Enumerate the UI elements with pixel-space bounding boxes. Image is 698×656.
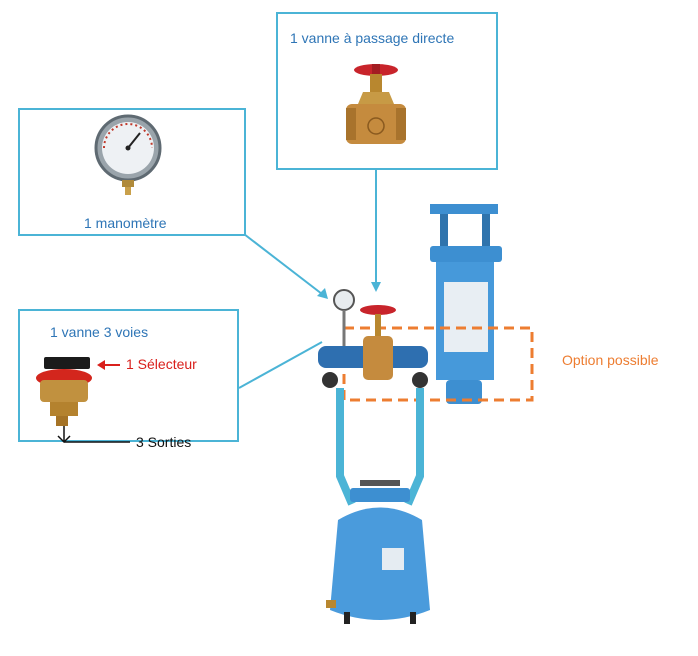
three-way-valve-icon [36,357,92,426]
gate-valve-icon [346,64,406,144]
connector-manometer-arrowhead [317,288,328,299]
connector-3way-line [238,341,323,389]
manometer-label: 1 manomètre [84,215,167,231]
connector-valve-arrowhead [371,282,381,292]
hose-left [336,388,356,506]
connector-manometer-line [243,233,323,295]
outputs-label: 3 Sorties [136,434,192,450]
selector-label: 1 Sélecteur [126,356,197,372]
hose-right [404,388,424,506]
manifold-assembly [318,289,428,388]
valve-direct-label: 1 vanne à passage directe [290,30,455,46]
selector-arrowhead [97,360,105,370]
pressure-gauge-icon [94,114,162,195]
tank-icon [326,480,430,624]
filter-housing-icon [430,204,502,404]
option-label: Option possible [562,352,659,368]
three-way-valve-label: 1 vanne 3 voies [50,324,149,340]
